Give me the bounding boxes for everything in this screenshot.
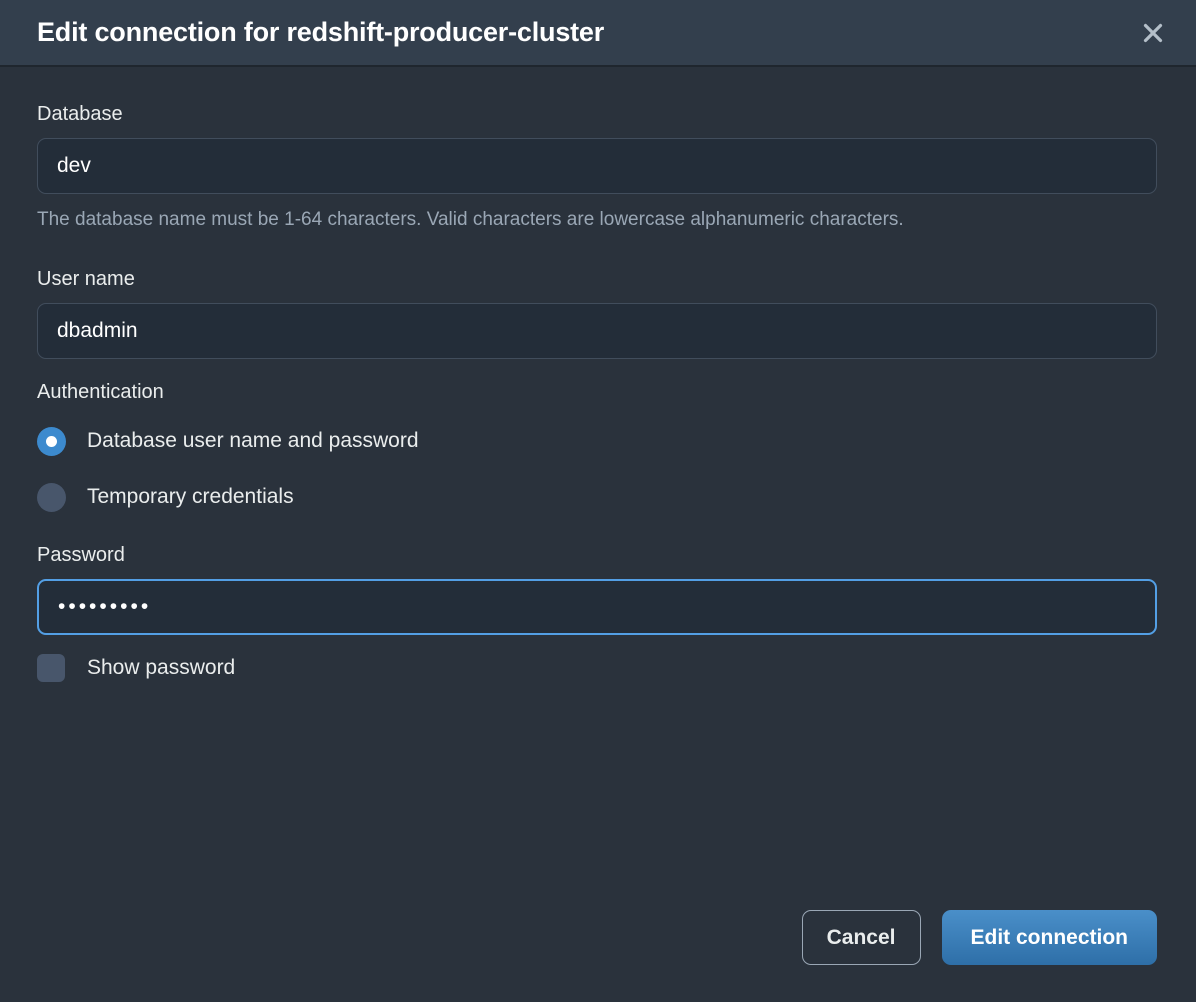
authentication-label: Authentication xyxy=(37,381,164,403)
dialog-title: Edit connection for redshift-producer-cl… xyxy=(37,17,605,47)
close-icon[interactable] xyxy=(1132,12,1174,54)
cancel-button[interactable]: Cancel xyxy=(801,910,921,965)
radio-option-database-user-name-and-password[interactable]: Database user name and password xyxy=(37,422,1157,460)
dialog-header: Edit connection for redshift-producer-cl… xyxy=(0,0,1196,67)
radio-label: Temporary credentials xyxy=(87,485,294,508)
checkbox-unchecked-icon xyxy=(37,654,65,682)
dialog-footer: Cancel Edit connection xyxy=(0,910,1196,1002)
password-label: Password xyxy=(37,544,125,566)
user-name-input[interactable] xyxy=(37,303,1157,359)
user-name-label: User name xyxy=(37,268,135,290)
database-label: Database xyxy=(37,103,123,125)
radio-unselected-icon xyxy=(37,482,66,512)
password-input[interactable] xyxy=(37,579,1157,635)
radio-label: Database user name and password xyxy=(87,429,419,452)
edit-connection-button[interactable]: Edit connection xyxy=(941,910,1157,965)
radio-option-temporary-credentials[interactable]: Temporary credentials xyxy=(37,478,1157,516)
show-password-label: Show password xyxy=(87,656,236,679)
dialog-body: Database The database name must be 1-64 … xyxy=(0,67,1196,910)
radio-selected-icon xyxy=(37,426,66,456)
database-input[interactable] xyxy=(37,138,1157,194)
database-helper-text: The database name must be 1-64 character… xyxy=(37,209,904,230)
show-password-checkbox-row[interactable]: Show password xyxy=(37,651,1157,685)
